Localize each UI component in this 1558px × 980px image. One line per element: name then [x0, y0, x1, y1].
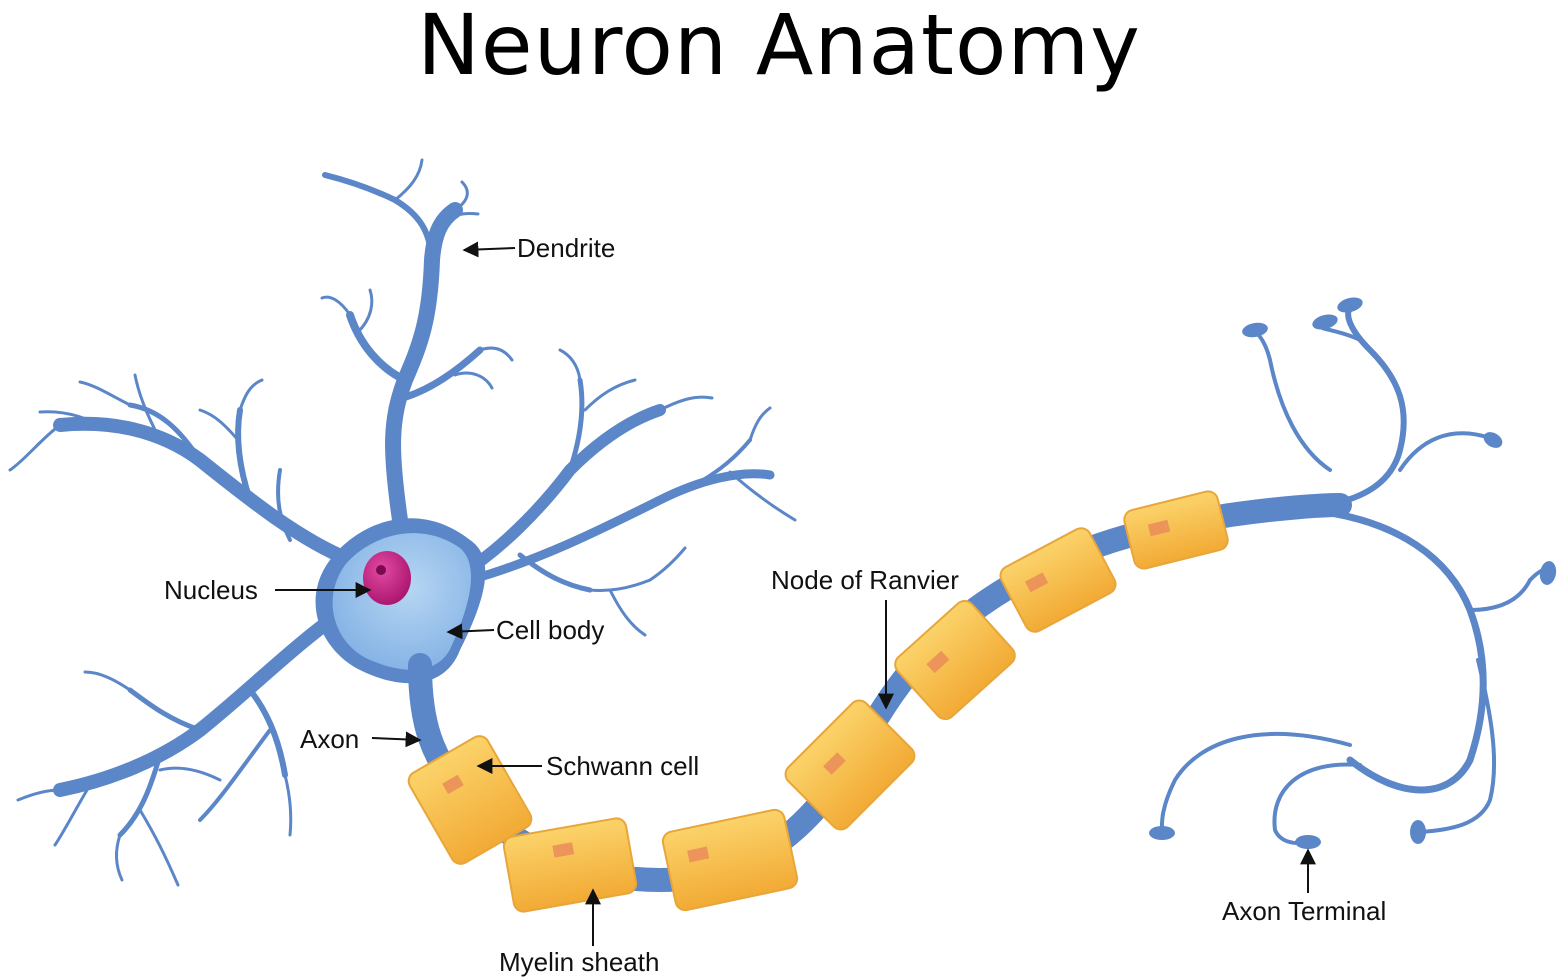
label-axon-terminal: Axon Terminal	[1222, 896, 1386, 926]
schwann-cell-segment	[894, 599, 1016, 721]
schwann-cell-segment	[784, 699, 916, 831]
myelin-segments	[407, 490, 1229, 913]
schwann-cell-segment	[1123, 490, 1229, 570]
axon-terminal-knobs	[1149, 297, 1557, 849]
label-dendrite: Dendrite	[517, 233, 615, 263]
label-pointers	[275, 241, 1316, 946]
label-nucleus: Nucleus	[164, 575, 258, 605]
label-axon: Axon	[300, 724, 359, 754]
diagram-title: Neuron Anatomy	[417, 0, 1141, 94]
axon-terminal-branches	[1159, 305, 1552, 846]
axon-path	[408, 493, 1352, 893]
label-schwann-cell: Schwann cell	[546, 751, 699, 781]
schwann-cell-segment	[407, 735, 533, 865]
label-cell-body: Cell body	[496, 615, 604, 645]
schwann-cell-segment	[502, 817, 638, 913]
nucleus-shape	[363, 551, 411, 605]
label-myelin-sheath: Myelin sheath	[499, 947, 659, 977]
schwann-cell-segment	[999, 527, 1117, 633]
label-node-of-ranvier: Node of Ranvier	[771, 565, 959, 595]
dendrites	[8, 158, 797, 887]
cell-body	[315, 518, 486, 684]
schwann-cell-segment	[661, 808, 799, 912]
